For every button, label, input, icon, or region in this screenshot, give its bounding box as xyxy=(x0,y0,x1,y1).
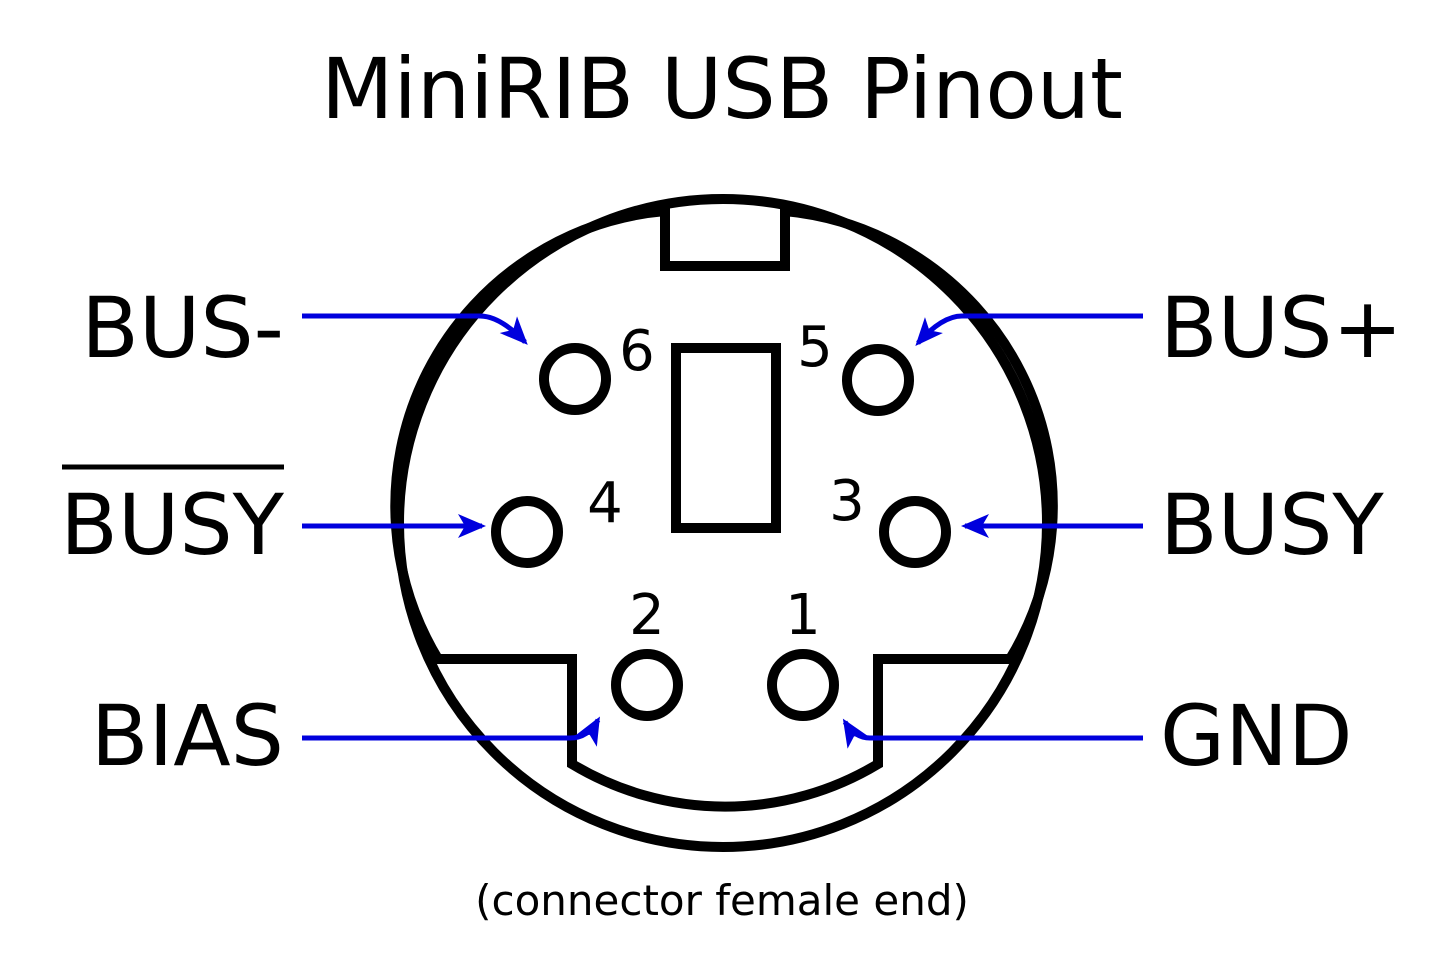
pin-5-socket xyxy=(842,344,914,416)
diagram-caption: (connector female end) xyxy=(475,876,969,925)
pin-4-socket xyxy=(491,496,563,568)
pin-4-number: 4 xyxy=(587,471,623,536)
label-busy: BUSY xyxy=(1160,476,1384,574)
pin-1-socket xyxy=(767,649,839,721)
diagram-title: MiniRIB USB Pinout xyxy=(321,40,1123,138)
pin-5-number: 5 xyxy=(797,315,833,380)
arrow-bus-plus xyxy=(915,313,1143,346)
label-busy-bar: BUSY xyxy=(60,476,284,574)
arrow-bus-minus xyxy=(302,313,528,345)
label-bus-plus: BUS+ xyxy=(1160,279,1403,377)
pin-6-number: 6 xyxy=(619,319,655,384)
arrow-gnd xyxy=(842,718,1143,749)
pin-1-number: 1 xyxy=(785,583,821,648)
arrow-bias xyxy=(302,716,601,747)
pin-3-socket xyxy=(879,496,951,568)
pin-2-socket xyxy=(611,649,683,721)
pin-6-socket xyxy=(539,343,611,415)
label-bias: BIAS xyxy=(91,687,284,785)
label-gnd: GND xyxy=(1160,687,1353,785)
pin-3-number: 3 xyxy=(829,469,865,534)
center-key-block xyxy=(671,343,781,533)
label-bus-minus: BUS- xyxy=(81,279,284,377)
pin-2-number: 2 xyxy=(629,583,665,648)
